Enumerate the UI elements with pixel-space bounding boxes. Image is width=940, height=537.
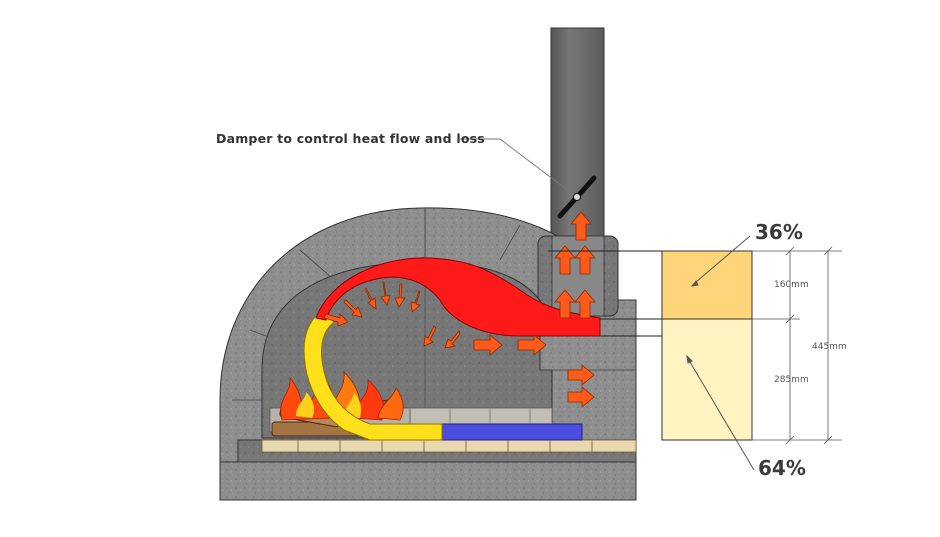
total-dimension-label: 445mm: [812, 342, 847, 352]
hot-gas-flow: [315, 257, 601, 337]
damper-plate: [557, 175, 597, 219]
upper-dimension-label: 160mm: [774, 280, 809, 290]
upper-section-box: [661, 250, 753, 320]
upper-percent-label: 36%: [755, 220, 803, 244]
cold-air-flow: [417, 423, 583, 441]
oven-base: [219, 461, 637, 501]
projection-lines: [548, 250, 662, 337]
radiant-heat-arrows: [323, 281, 461, 349]
damper-leader-line: [460, 138, 575, 196]
dimension-lines: [752, 246, 842, 445]
percent-pointers: [686, 235, 755, 471]
lower-section-box: [661, 318, 753, 441]
lower-dimension-label: 285mm: [774, 375, 809, 385]
damper-label: Damper to control heat flow and loss: [216, 131, 485, 146]
lower-percent-label: 64%: [758, 456, 806, 480]
flue-up-arrows: [554, 211, 596, 319]
flow-arrows-forward: [473, 334, 595, 408]
